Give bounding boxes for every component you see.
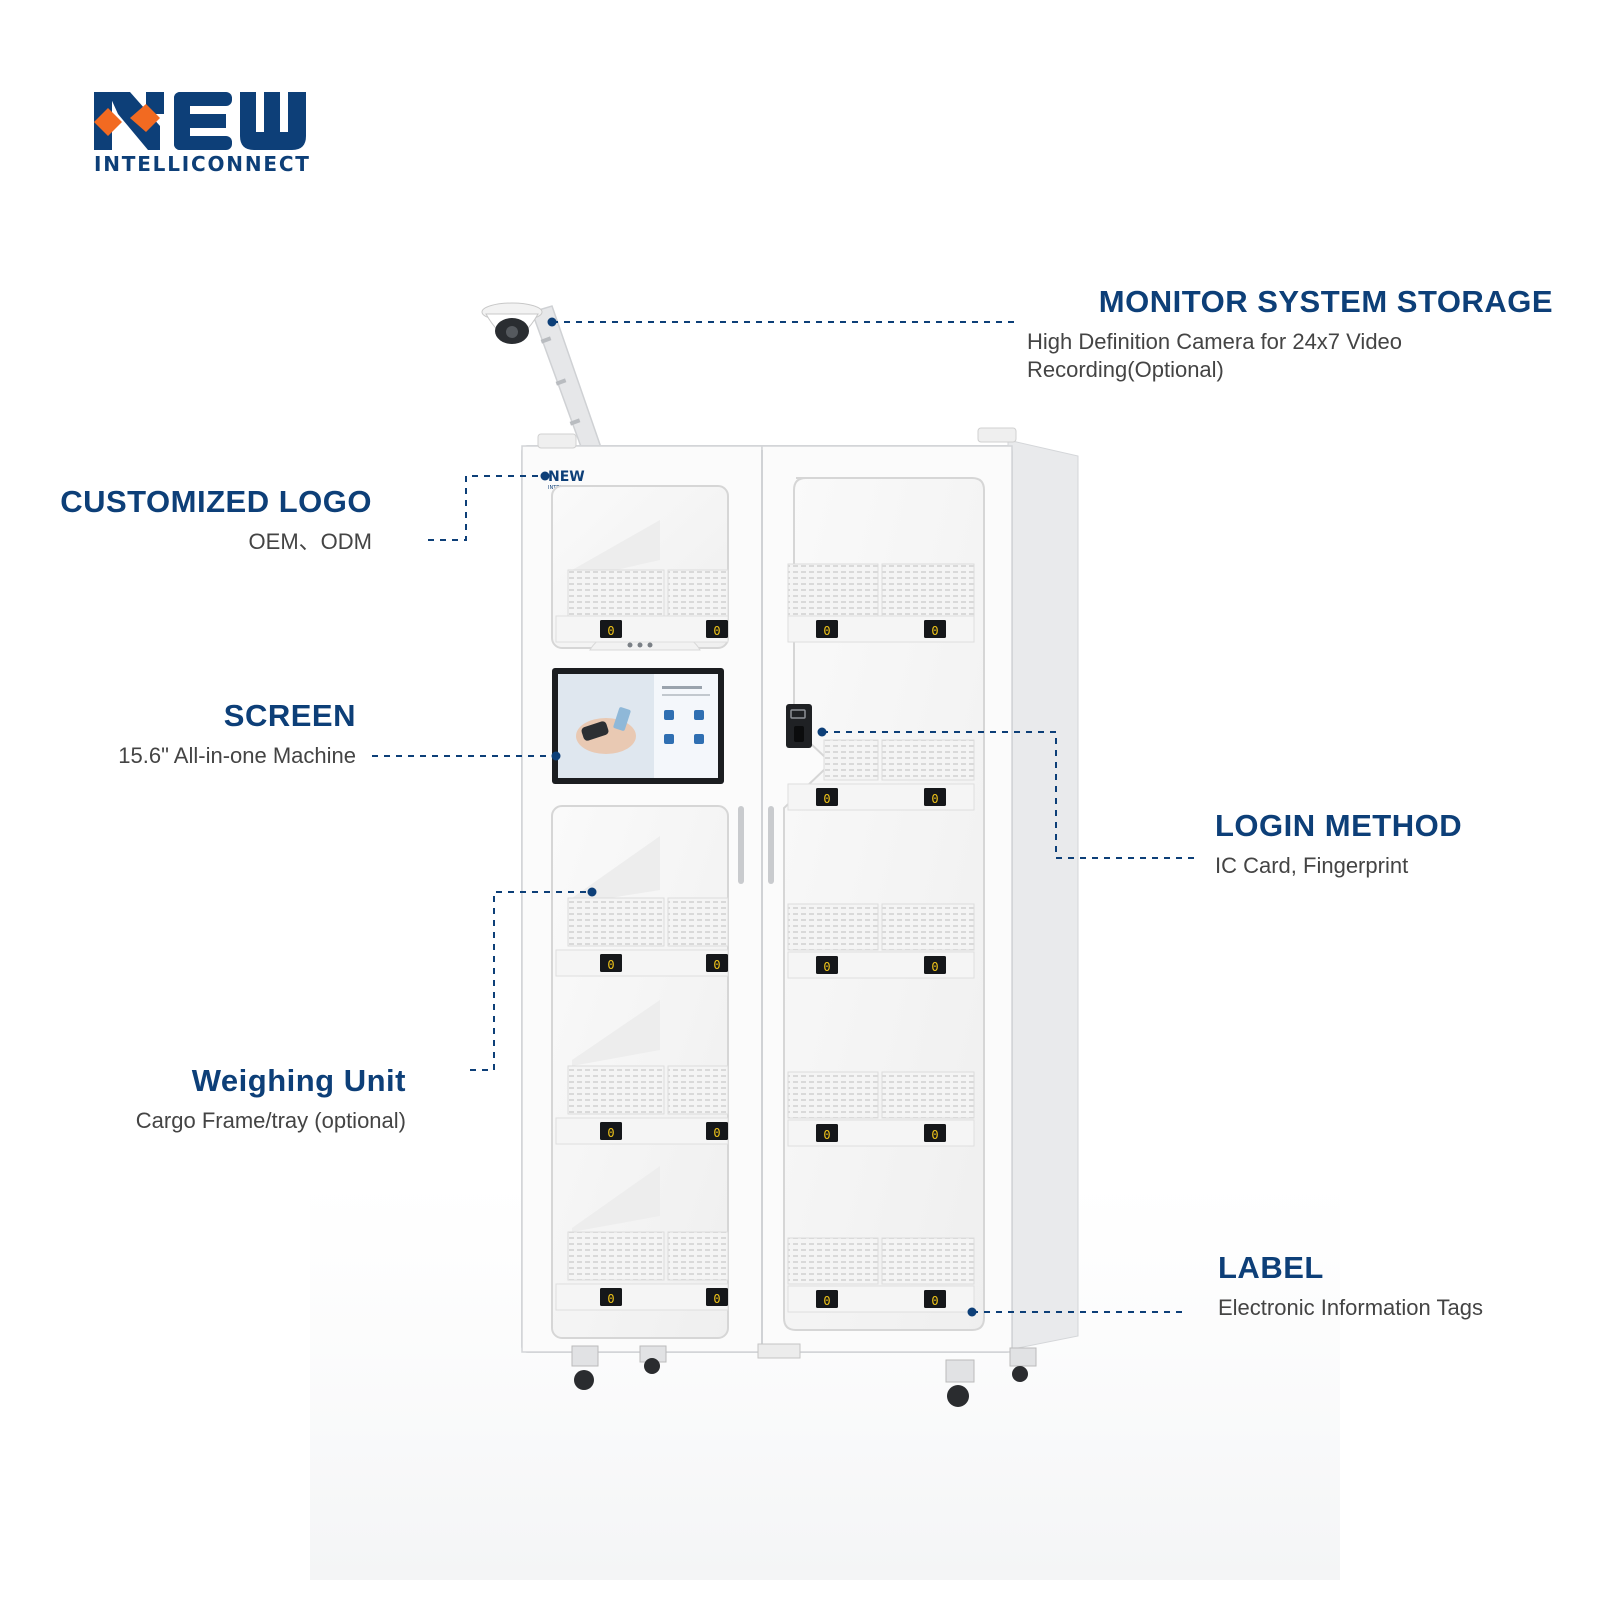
left-shelves [555, 520, 729, 1311]
scale-tag-value: 0 [931, 1128, 938, 1142]
login-reader [786, 704, 812, 748]
callout-description: 15.6" All-in-one Machine [118, 743, 356, 768]
dome-camera-icon [481, 302, 543, 344]
scale-tag-display [816, 1290, 838, 1308]
scale-tag-value: 0 [607, 1292, 614, 1306]
scale-tag-display [706, 620, 728, 638]
scale-tag-value: 0 [713, 1126, 720, 1140]
scale-tag-value: 0 [931, 1294, 938, 1308]
callout-monitor-system: MONITOR SYSTEM STORAGE High Definition C… [1027, 284, 1567, 384]
scale-tag-value: 0 [713, 624, 720, 638]
scale-tag-display [706, 1288, 728, 1306]
scale-tag-display [706, 1122, 728, 1140]
electronic-tags: 0 0 0 0 0 0 0 0 0 0 0 0 0 0 0 0 0 0 [600, 620, 946, 1308]
svg-text:NEW: NEW [548, 469, 585, 485]
scale-tag-value: 0 [823, 624, 830, 638]
scale-tag-value: 0 [823, 1294, 830, 1308]
scale-tag-value: 0 [823, 1128, 830, 1142]
scale-tag-value: 0 [931, 624, 938, 638]
callout-title: CUSTOMIZED LOGO [60, 484, 372, 519]
new-logo-icon [94, 92, 306, 150]
callout-description: High Definition Camera for 24x7 Video Re… [1027, 329, 1403, 382]
callout-description: IC Card, Fingerprint [1215, 853, 1409, 878]
scale-tag-value: 0 [607, 624, 614, 638]
scale-tag-display [706, 954, 728, 972]
brand-logo: INTELLICONNECT [94, 92, 314, 182]
scale-tag-display [600, 1288, 622, 1306]
scale-tag-value: 0 [823, 960, 830, 974]
scale-tag-value: 0 [713, 958, 720, 972]
scale-tag-value: 0 [607, 1126, 614, 1140]
callout-title: LABEL [1218, 1250, 1324, 1285]
callout-screen: SCREEN 15.6" All-in-one Machine [40, 698, 356, 770]
brand-tagline: INTELLICONNECT [94, 152, 311, 176]
scale-tag-display [924, 1290, 946, 1308]
scale-tag-display [600, 954, 622, 972]
callout-login-method: LOGIN METHOD IC Card, Fingerprint [1215, 808, 1555, 880]
scale-tag-value: 0 [931, 792, 938, 806]
scale-tag-display [924, 788, 946, 806]
callout-title: LOGIN METHOD [1215, 808, 1463, 843]
touch-screen [552, 668, 724, 784]
scale-tag-display [816, 788, 838, 806]
callout-weighing-unit: Weighing Unit Cargo Frame/tray (optional… [40, 1063, 406, 1135]
callout-customized-logo: CUSTOMIZED LOGO OEM、ODM [40, 484, 372, 556]
scale-tag-display [816, 1124, 838, 1142]
callout-title: MONITOR SYSTEM STORAGE [1098, 284, 1553, 319]
scale-tag-display [816, 620, 838, 638]
scale-tag-value: 0 [713, 1292, 720, 1306]
callout-description: Cargo Frame/tray (optional) [135, 1108, 406, 1133]
scale-tag-display [924, 1124, 946, 1142]
caster-wheels [571, 1343, 1037, 1407]
scale-tag-display [600, 620, 622, 638]
scale-tag-value: 0 [823, 792, 830, 806]
callout-title: SCREEN [223, 698, 356, 733]
scale-tag-display [924, 620, 946, 638]
callout-title: Weighing Unit [191, 1063, 406, 1098]
scale-tag-value: 0 [931, 960, 938, 974]
scale-tag-display [924, 956, 946, 974]
callout-label: LABEL Electronic Information Tags [1218, 1250, 1558, 1322]
callout-description: Electronic Information Tags [1218, 1295, 1483, 1320]
scale-tag-value: 0 [607, 958, 614, 972]
scale-tag-display [816, 956, 838, 974]
callout-description: OEM、ODM [248, 529, 372, 554]
scale-tag-display [600, 1122, 622, 1140]
